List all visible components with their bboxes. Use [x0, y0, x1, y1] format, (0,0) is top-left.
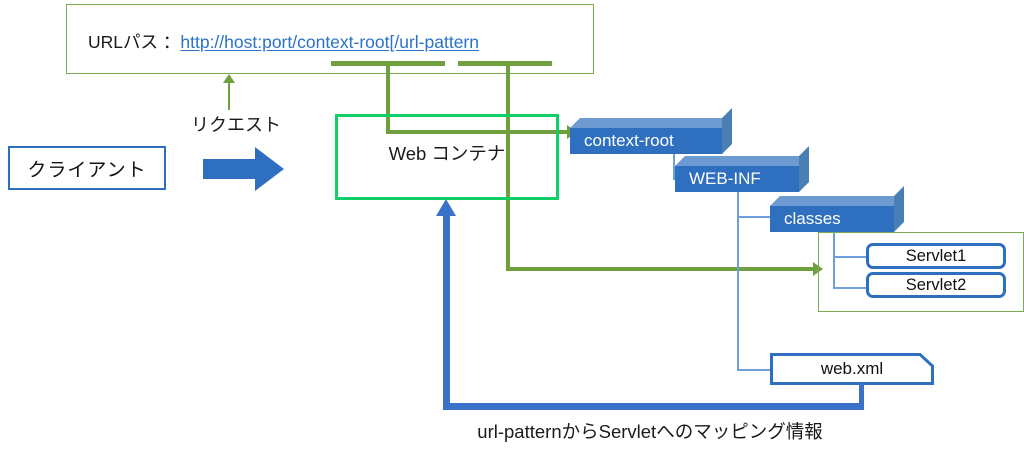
tree-line-contextroot-down	[673, 150, 675, 180]
servlet1-box: Servlet1	[866, 243, 1006, 269]
mapping-arrow-webxml-drop	[859, 383, 864, 407]
folder-context-root-side-face	[722, 108, 732, 154]
url-path-link[interactable]: http://host:port/context-root[/url-patte…	[180, 32, 479, 52]
context-root-route-horizontal	[386, 130, 571, 134]
request-label: リクエスト	[191, 115, 281, 135]
folder-context-root-top-face	[570, 118, 732, 128]
folder-context-root: context-root	[570, 108, 732, 154]
request-arrow-stem	[228, 80, 230, 110]
url-pattern-route-horizontal	[506, 267, 817, 271]
folder-classes-front-face: classes	[770, 206, 894, 232]
context-root-underline-marker	[331, 61, 445, 66]
mapping-arrow-horizontal	[443, 403, 864, 410]
url-pattern-underline-marker	[458, 61, 552, 66]
folder-classes-side-face	[894, 186, 904, 232]
tree-line-classes-to-servlet1	[833, 256, 869, 258]
folder-web-inf: WEB-INF	[675, 146, 809, 192]
folder-context-root-label: context-root	[584, 131, 674, 150]
folder-web-inf-top-face	[675, 156, 809, 166]
url-path-label: URLパス ：	[88, 32, 181, 52]
servlet2-label: Servlet2	[905, 275, 967, 294]
folder-web-inf-front-face: WEB-INF	[675, 166, 799, 192]
url-path-box	[66, 4, 594, 74]
tree-line-classes-to-servlet2	[833, 287, 869, 289]
web-container-box	[335, 114, 559, 200]
tree-line-webinf-to-webxml	[737, 369, 773, 371]
folder-web-inf-label: WEB-INF	[689, 169, 761, 188]
folder-classes-top-face	[770, 196, 904, 206]
folder-context-root-front-face: context-root	[570, 128, 722, 154]
client-label: クライアント	[27, 159, 147, 181]
mapping-arrowhead-icon	[436, 199, 456, 216]
folder-classes: classes	[770, 186, 904, 232]
servlet2-box: Servlet2	[866, 272, 1006, 298]
web-container-label: Web コンテナ	[388, 143, 506, 164]
servlet1-label: Servlet1	[905, 246, 967, 265]
url-pattern-route-vertical	[506, 66, 510, 271]
request-arrow-icon	[223, 74, 235, 83]
webxml-document: web.xml	[770, 353, 934, 385]
client-box: クライアント	[8, 146, 166, 190]
folder-classes-label: classes	[784, 209, 841, 228]
mapping-arrow-vertical	[443, 215, 450, 407]
url-path-text: URLパス ：http://host:port/context-root[/ur…	[88, 28, 588, 56]
folder-web-inf-side-face	[799, 146, 809, 192]
client-request-block-arrow-icon	[203, 147, 284, 191]
context-root-route-vertical	[386, 66, 390, 134]
mapping-caption: url-patternからServletへのマッピング情報	[477, 421, 823, 442]
tree-line-webinf-down	[737, 190, 739, 370]
tree-line-webinf-to-classes	[737, 216, 773, 218]
webxml-label: web.xml	[820, 359, 884, 378]
